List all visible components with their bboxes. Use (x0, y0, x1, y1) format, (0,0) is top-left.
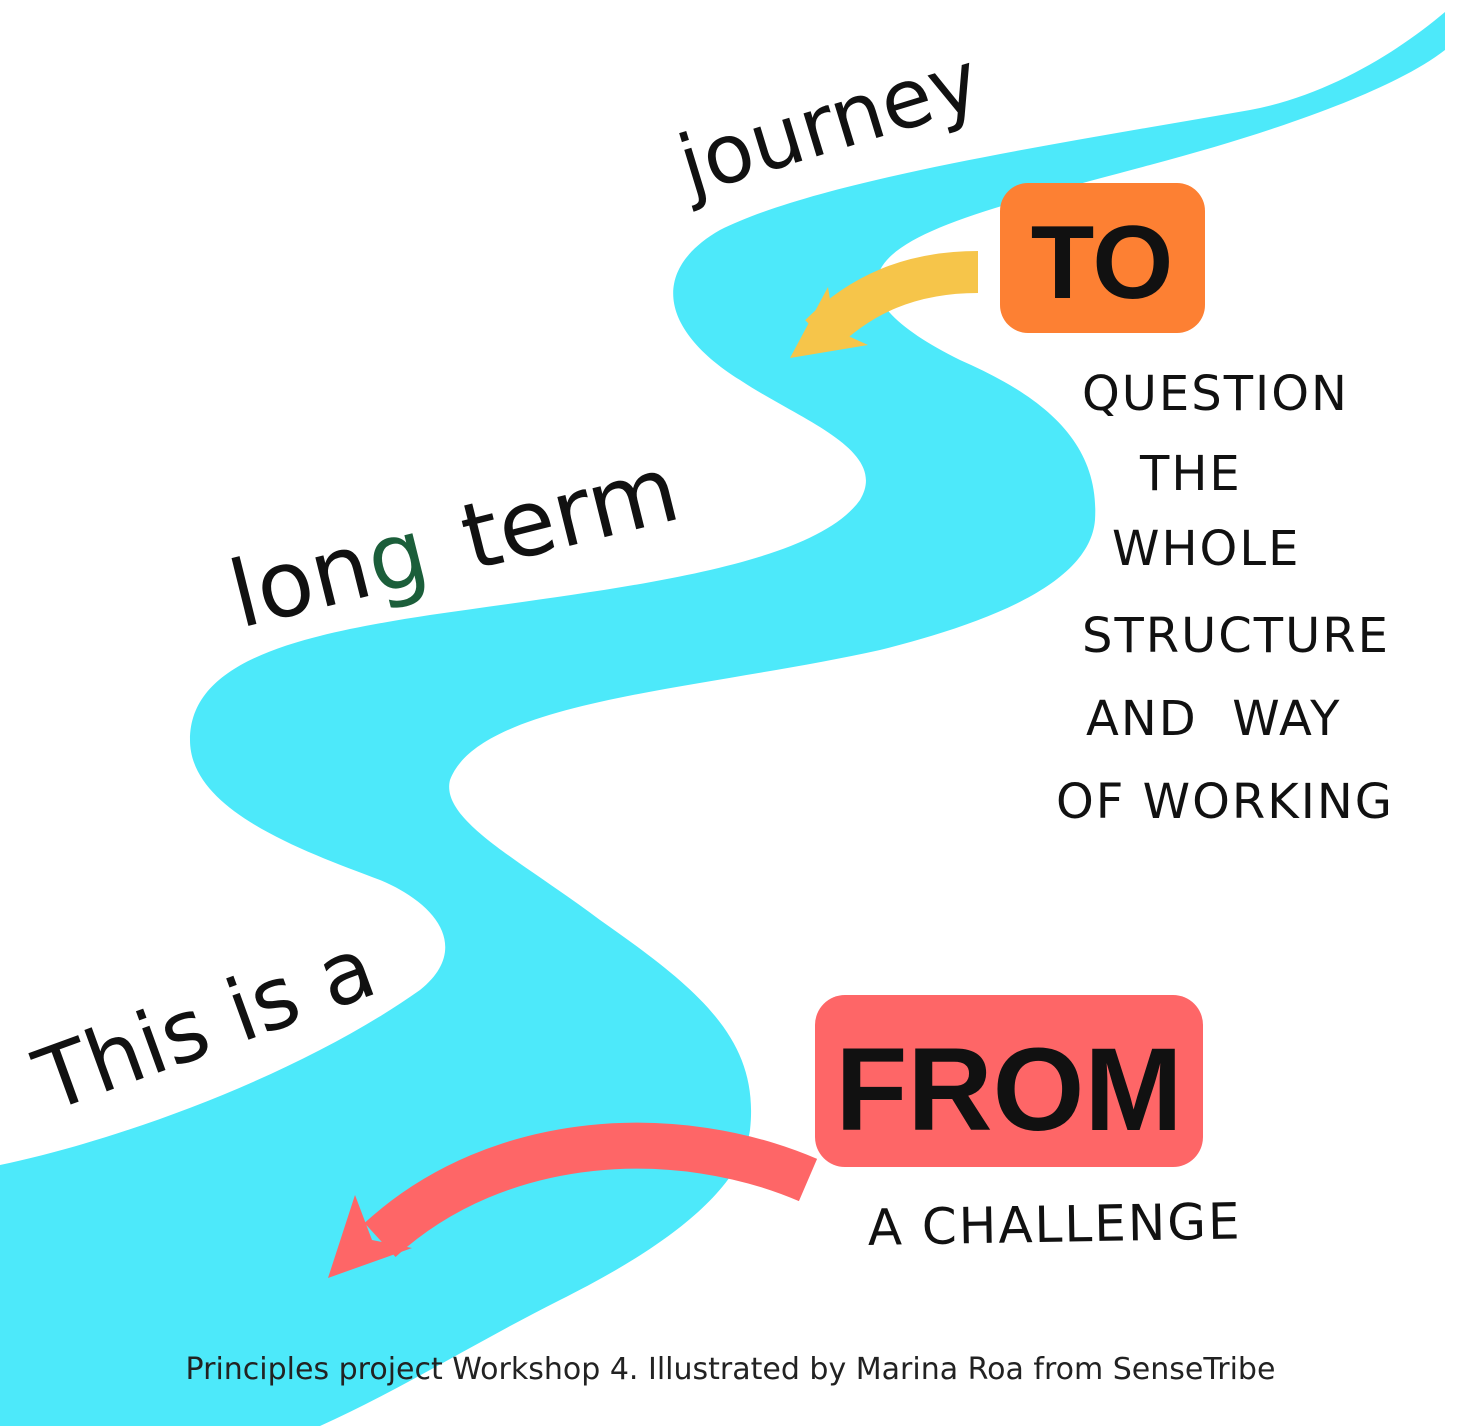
to-line: WHOLE (1112, 521, 1300, 577)
from-subtitle: A CHALLENGE (867, 1192, 1242, 1257)
term-word: term (451, 435, 689, 592)
to-line: AND WAY (1086, 691, 1341, 747)
to-arrow (805, 251, 979, 351)
to-description: QUESTION THE WHOLE STRUCTURE AND WAY OF … (1056, 366, 1394, 830)
to-arrow-head (790, 287, 868, 358)
to-box (1000, 183, 1205, 333)
to-line: THE (1139, 446, 1242, 502)
from-arrow-head (328, 1195, 412, 1278)
caption: Principles project Workshop 4. Illustrat… (185, 1352, 1276, 1387)
to-line: QUESTION (1082, 366, 1349, 422)
to-line: OF WORKING (1056, 774, 1394, 830)
river-shape (0, 12, 1445, 1426)
from-label: FROM (835, 1024, 1182, 1156)
to-line: STRUCTURE (1082, 608, 1390, 664)
from-box (815, 995, 1203, 1167)
to-label: TO (1031, 205, 1174, 321)
from-arrow (364, 1122, 818, 1258)
